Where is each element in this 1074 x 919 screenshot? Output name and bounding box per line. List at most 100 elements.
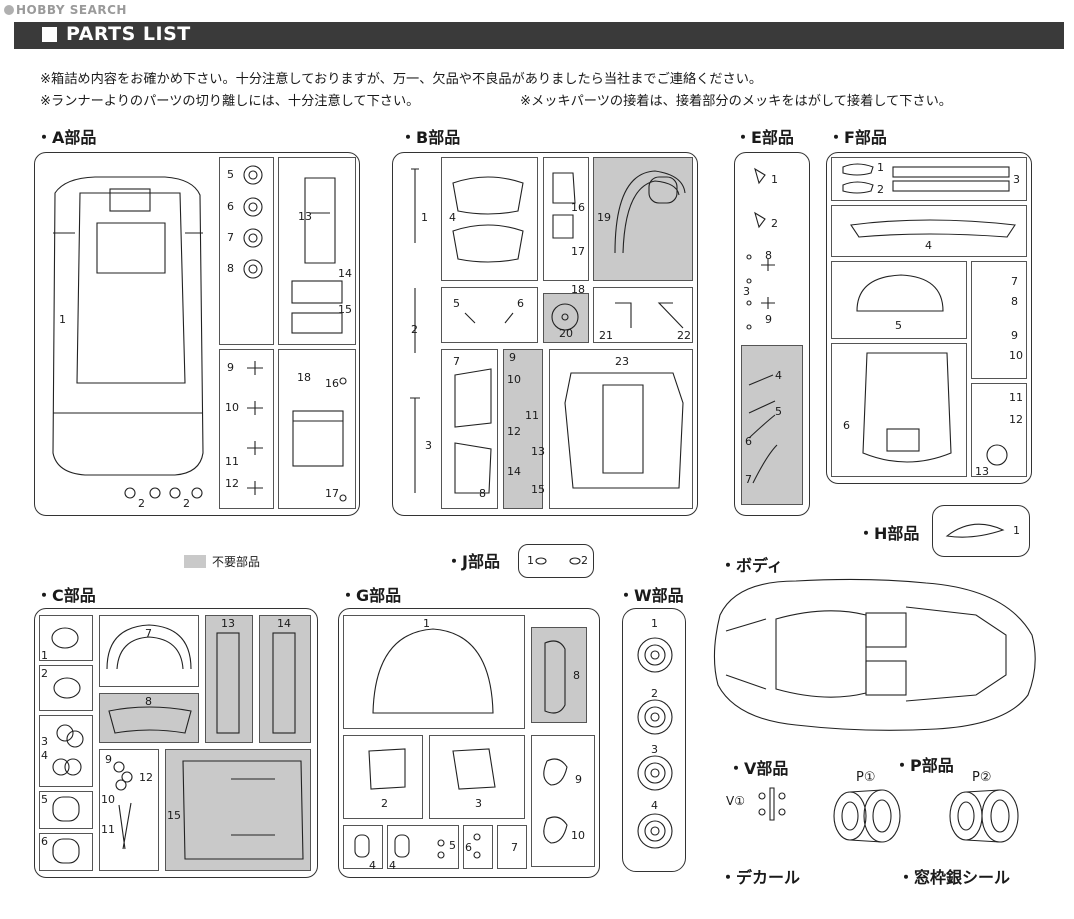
c-part-10: 10: [101, 793, 115, 806]
runner-c-cell-7: [99, 615, 199, 687]
section-label-p: ・P部品: [894, 756, 954, 775]
j-part-1: 1: [527, 554, 534, 567]
a-part-12: 12: [225, 477, 239, 490]
section-label-f: ・F部品: [828, 128, 887, 147]
f-part-4: 4: [925, 239, 932, 252]
runner-c-cell-2: [39, 665, 93, 711]
g-part-9: 9: [575, 773, 582, 786]
f-part-11: 11: [1009, 391, 1023, 404]
header-banner: [14, 22, 1064, 49]
c-part-5: 5: [41, 793, 48, 806]
c-part-13: 13: [221, 617, 235, 630]
w-part-3: 3: [651, 743, 658, 756]
b-part-22: 22: [677, 329, 691, 342]
c-part-1: 1: [41, 649, 48, 662]
a-part-9: 9: [227, 361, 234, 374]
runner-c-cell-9-12: [99, 749, 159, 871]
c-part-2: 2: [41, 667, 48, 680]
runner-f-cell-6: [831, 343, 967, 477]
c-part-6: 6: [41, 835, 48, 848]
runner-j-drawing: [535, 557, 581, 565]
a-part-7: 7: [227, 231, 234, 244]
e-part-2: 2: [771, 217, 778, 230]
runner-e-drawings: [746, 167, 778, 484]
e-part-5: 5: [775, 405, 782, 418]
c-part-8: 8: [145, 695, 152, 708]
e-part-4: 4: [775, 369, 782, 382]
e-part-7: 7: [745, 473, 752, 486]
runner-c-cell-14-unused: [259, 615, 311, 743]
runner-c-cell-15-unused: [165, 749, 311, 871]
section-label-body: ・ボディ: [720, 556, 783, 575]
a-part-8: 8: [227, 262, 234, 275]
runner-e-cell-unused: [741, 345, 803, 505]
runner-g-cell-2: [343, 735, 423, 819]
b-part-15: 15: [531, 483, 545, 496]
section-label-a: ・A部品: [36, 128, 97, 147]
runner-g-cell-8-unused: [531, 627, 587, 723]
f-part-6: 6: [843, 419, 850, 432]
a-part-6: 6: [227, 200, 234, 213]
e-part-6: 6: [745, 435, 752, 448]
b-part-17: 17: [571, 245, 585, 258]
section-label-w: ・W部品: [618, 586, 684, 605]
runner-f-cell-7-10: [971, 261, 1027, 379]
f-part-12: 12: [1009, 413, 1023, 426]
c-part-15: 15: [167, 809, 181, 822]
section-label-e: ・E部品: [735, 128, 794, 147]
c-part-14: 14: [277, 617, 291, 630]
section-label-v: ・V部品: [728, 759, 789, 778]
c-part-7: 7: [145, 627, 152, 640]
a-part-14: 14: [338, 267, 352, 280]
logo-icon: [4, 5, 14, 15]
g-part-7: 7: [511, 841, 518, 854]
page-title: PARTS LIST: [66, 23, 191, 45]
section-label-j: ・J部品: [446, 552, 500, 571]
runner-g: 1 8 2 3 9 10 4 4 5 6 7: [338, 608, 600, 878]
b-part-21: 21: [599, 329, 613, 342]
j-part-2: 2: [581, 554, 588, 567]
legend-unused-label: 不要部品: [212, 555, 261, 569]
p-part-1-label: P①: [856, 770, 876, 785]
b-part-11: 11: [525, 409, 539, 422]
note-3: ※メッキパーツの接着は、接着部分のメッキをはがして接着して下さい。: [520, 94, 952, 109]
runner-w: 1 2 3 4: [622, 608, 686, 872]
g-part-3: 3: [475, 797, 482, 810]
c-part-9: 9: [105, 753, 112, 766]
section-label-decal: ・デカール: [720, 868, 801, 887]
runner-b: 1 2 3 4 5 6 16 17 18 19 20 21 22 7 8 9 1…: [392, 152, 698, 516]
c-part-11: 11: [101, 823, 115, 836]
b-part-23: 23: [615, 355, 629, 368]
v-part-drawing: [758, 787, 786, 821]
runner-b-drawings: [410, 168, 686, 494]
g-part-6: 6: [465, 841, 472, 854]
g-part-2: 2: [381, 797, 388, 810]
runner-c: 1 2 3 4 5 6 7 8 13 14 9 10 11 12 15: [34, 608, 318, 878]
runner-a: 1 2 2 5 6 7 8 13 14 15 9 10 11 12 18 16 …: [34, 152, 360, 516]
f-part-7: 7: [1011, 275, 1018, 288]
b-part-6: 6: [517, 297, 524, 310]
b-part-18: 18: [571, 283, 585, 296]
b-part-1: 1: [421, 211, 428, 224]
e-part-8: 8: [765, 249, 772, 262]
runner-f-drawings: [842, 163, 1016, 466]
runner-g-drawings: [354, 628, 568, 859]
runner-b-cell-4: [441, 157, 538, 281]
b-part-5: 5: [453, 297, 460, 310]
e-part-1: 1: [771, 173, 778, 186]
chassis-part-drawing: [52, 165, 347, 502]
runner-a-cell-9-12: [219, 349, 274, 509]
runner-c-cell-13-unused: [205, 615, 253, 743]
c-part-12: 12: [139, 771, 153, 784]
runner-g-cell-3: [429, 735, 525, 819]
c-part-3: 3: [41, 735, 48, 748]
h-part-1: 1: [1013, 524, 1020, 537]
f-part-10: 10: [1009, 349, 1023, 362]
runner-c-cell-1: [39, 615, 93, 661]
a-part-5: 5: [227, 168, 234, 181]
runner-f: 1 2 3 4 5 7 8 9 10 6 11 12 13: [826, 152, 1032, 484]
runner-b-cell-5-6: [441, 287, 538, 343]
g-part-8: 8: [573, 669, 580, 682]
runner-g-cell-6: [463, 825, 493, 869]
a-part-2a: 2: [138, 497, 145, 510]
